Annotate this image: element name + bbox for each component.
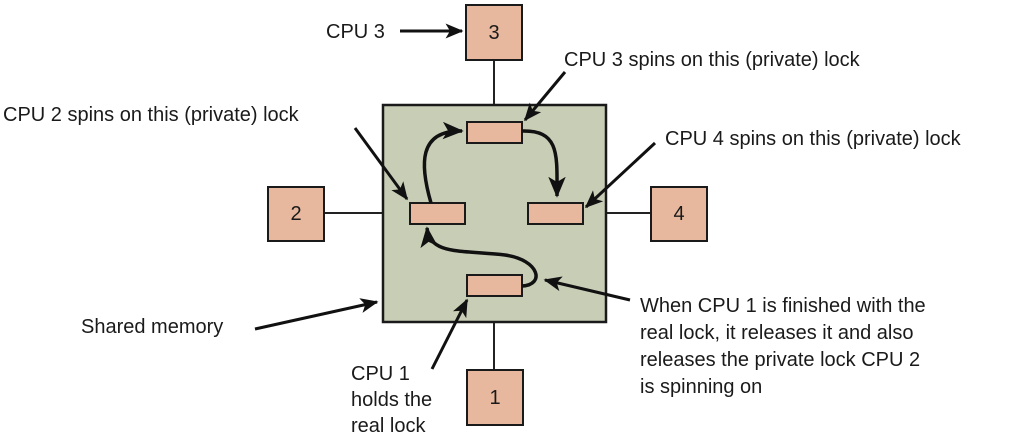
cpu-3-number: 3: [488, 22, 499, 44]
cpu2-private-lock: [409, 202, 466, 225]
cpu4-lock-pointer-arrow: [584, 141, 657, 209]
real-to-cpu2-flow-arrow: [420, 226, 538, 288]
cpu-1-number: 1: [489, 387, 500, 409]
cpu3-lock-pointer-arrow: [523, 71, 567, 122]
cpu2-to-cpu3-flow-arrow: [422, 121, 464, 204]
shared-memory-pointer-arrow: [254, 298, 379, 331]
cpu-4-number: 4: [673, 203, 684, 225]
cpu1-holds-line-3: real lock: [351, 415, 426, 437]
cpu3-to-cpu4-flow-arrow: [521, 129, 566, 198]
cpu1-holds-line-1: CPU 1: [351, 363, 410, 385]
release-note-line-4: is spinning on: [640, 376, 762, 398]
cpu-2-box: 2: [267, 186, 325, 242]
cpu-2-number: 2: [290, 203, 301, 225]
release-note-line-1: When CPU 1 is finished with the: [640, 295, 926, 317]
real-lock: [466, 274, 523, 297]
release-note-pointer-arrow: [543, 276, 631, 302]
release-note-line-3: releases the private lock CPU 2: [640, 349, 920, 371]
cpu4-private-lock: [527, 202, 584, 225]
cpu3-private-lock: [466, 121, 523, 144]
cpu2-lock-pointer-arrow: [353, 127, 409, 201]
release-note-line-2: real lock, it releases it and also: [640, 322, 913, 344]
cpu3-label: CPU 3: [326, 21, 385, 43]
cpu4-spins-label: CPU 4 spins on this (private) lock: [665, 128, 962, 150]
cpu2-spins-label: CPU 2 spins on this (private) lock: [3, 104, 300, 126]
cpu-4-box: 4: [650, 186, 708, 242]
cpu-1-box: 1: [466, 369, 524, 426]
cpu3-spins-label: CPU 3 spins on this (private) lock: [564, 49, 861, 71]
cpu-3-box: 3: [465, 4, 523, 61]
release-note-label: When CPU 1 is finished with the real loc…: [640, 295, 926, 398]
shared-memory-label: Shared memory: [81, 316, 223, 338]
real-lock-pointer-arrow: [430, 298, 469, 370]
cpu1-holds-line-2: holds the: [351, 389, 432, 411]
cpu1-holds-label: CPU 1 holds the real lock: [351, 363, 432, 437]
